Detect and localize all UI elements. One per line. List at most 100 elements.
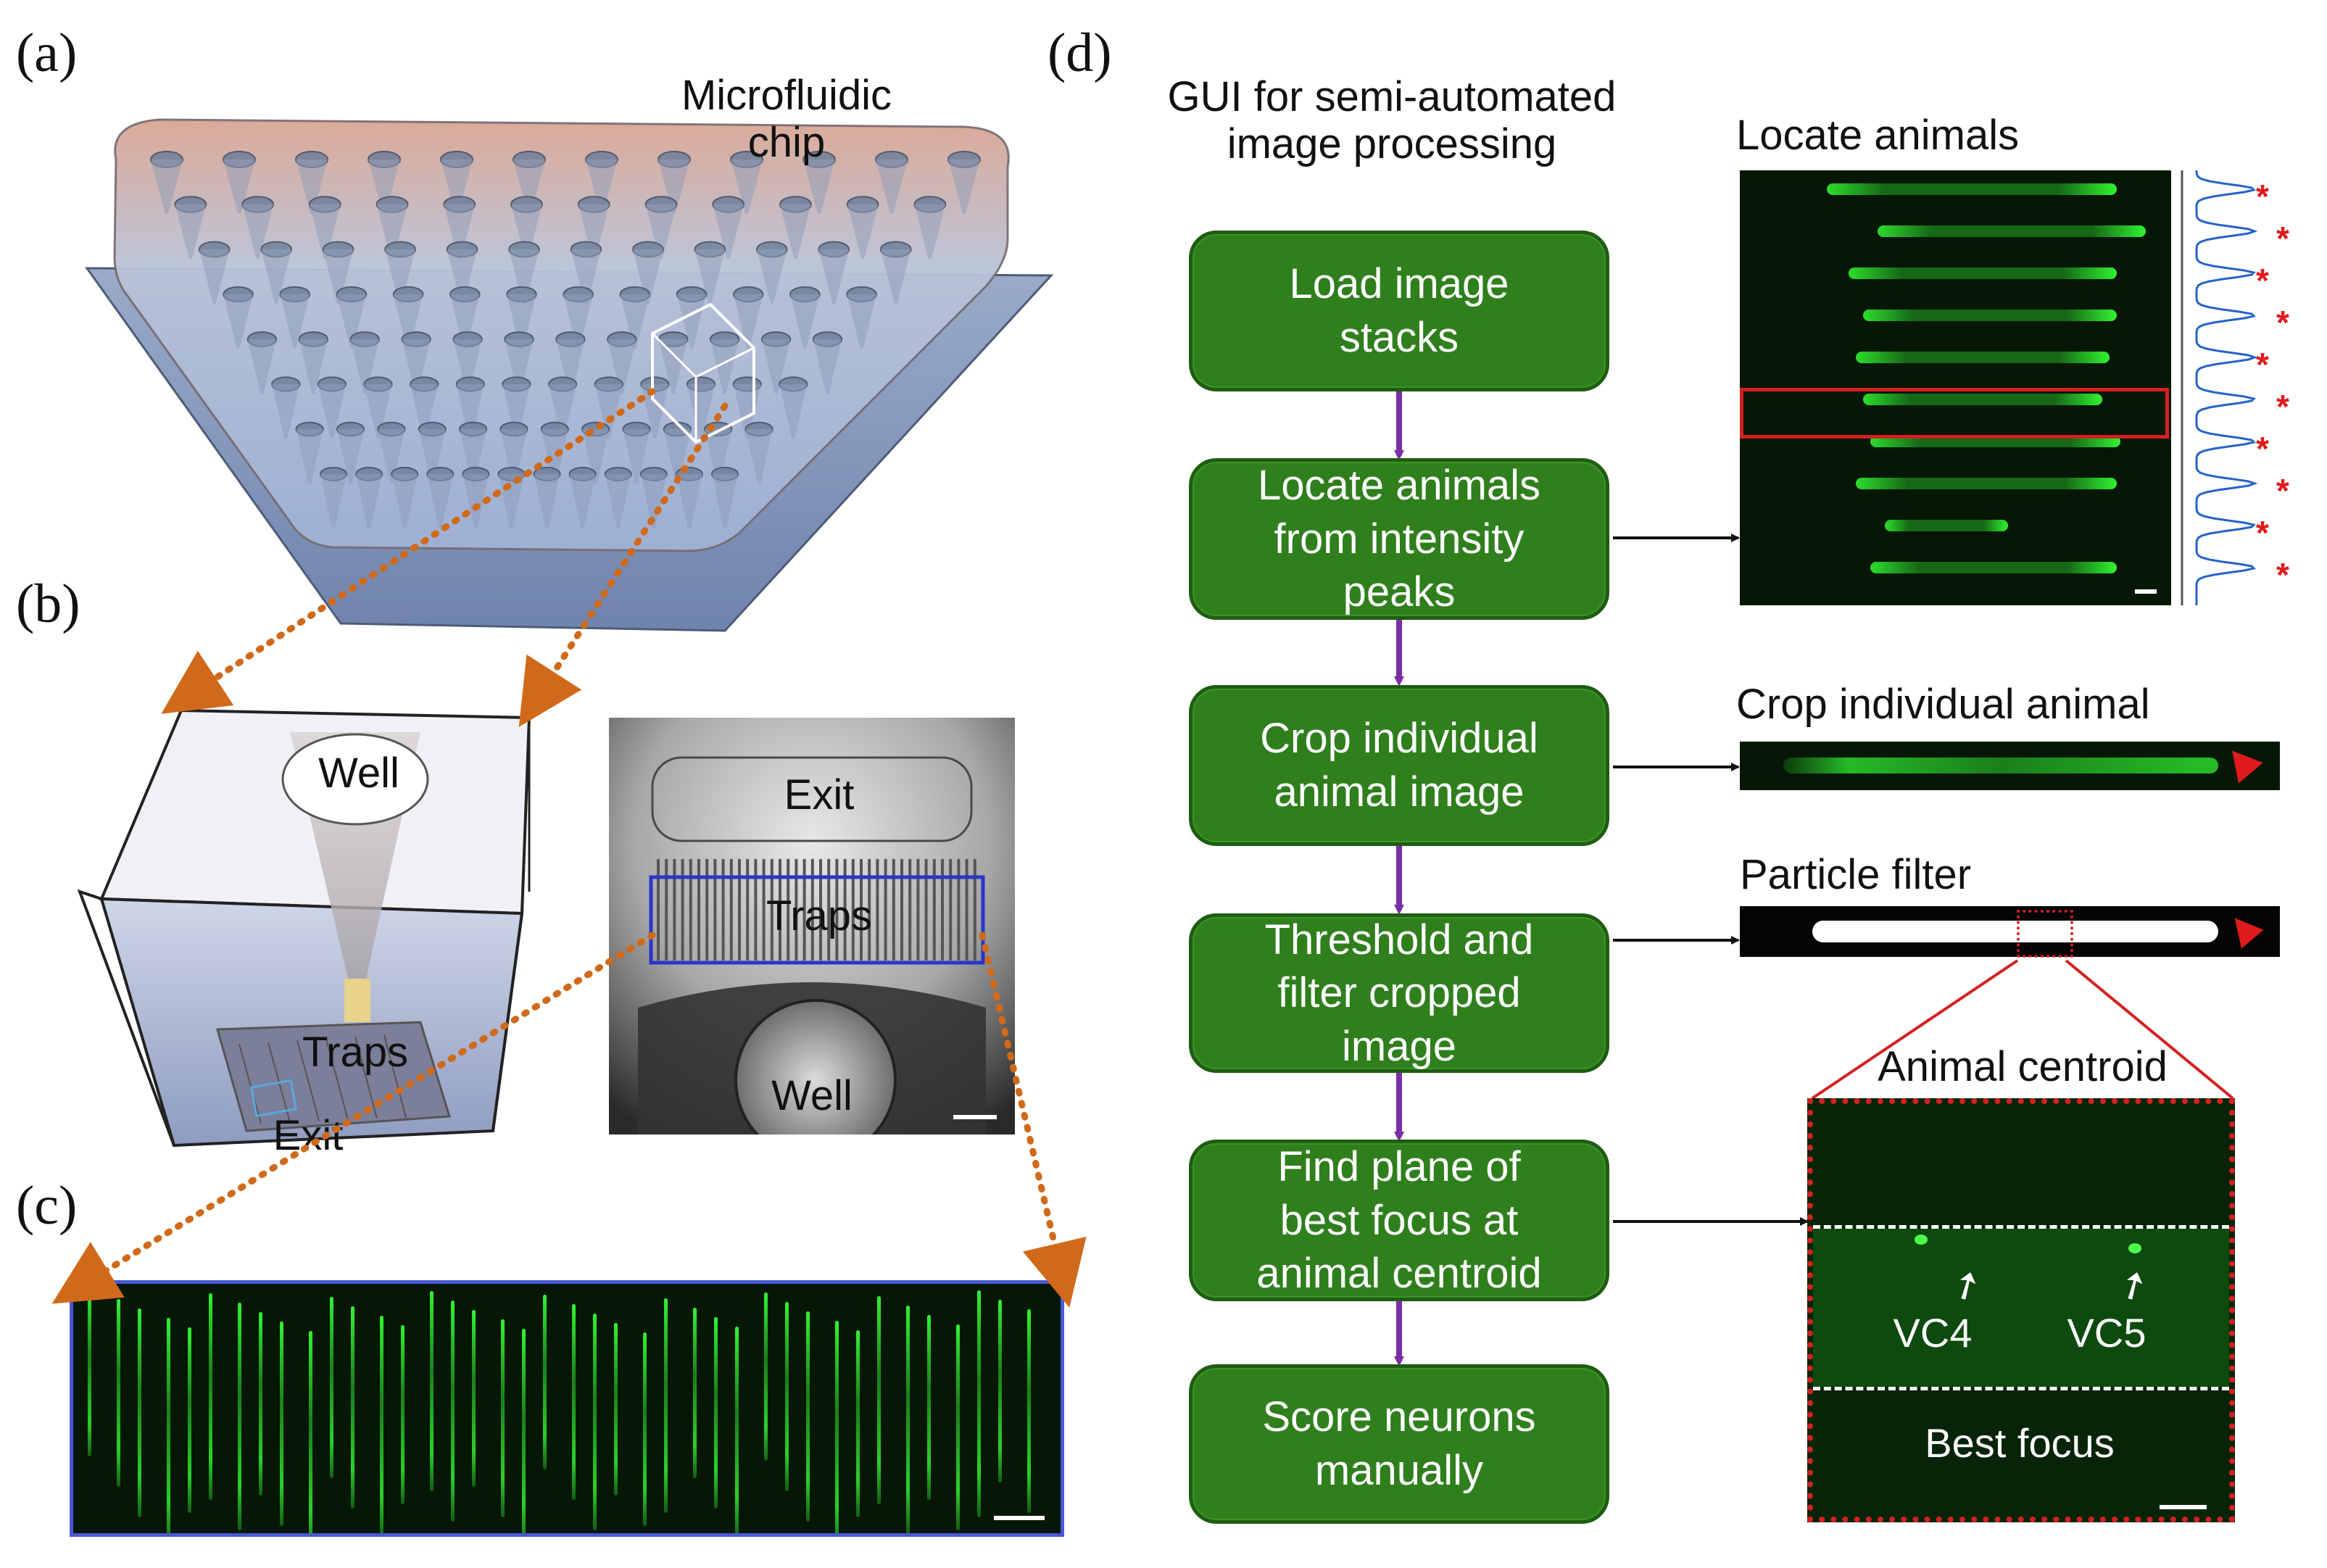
trapped-worm bbox=[593, 1314, 597, 1530]
chip-well bbox=[632, 241, 664, 258]
chip-well bbox=[440, 151, 473, 168]
selected-animal-box bbox=[1740, 388, 2169, 439]
trapped-worm bbox=[280, 1322, 283, 1526]
trapped-worm bbox=[664, 1298, 668, 1513]
neuron-label-vc5: VC5 bbox=[2067, 1310, 2146, 1356]
trapped-worm bbox=[522, 1329, 526, 1533]
chip-well bbox=[150, 151, 183, 168]
trapped-worm bbox=[238, 1303, 241, 1530]
chip-well bbox=[686, 376, 716, 392]
chip-well bbox=[384, 241, 416, 258]
intensity-peak-trace: ********** bbox=[2181, 170, 2289, 605]
chip-well-cone bbox=[385, 249, 415, 304]
peak-marker: * bbox=[2276, 220, 2289, 257]
trapped-worm bbox=[856, 1330, 860, 1517]
peak-marker: * bbox=[2256, 514, 2269, 552]
chip-well-cone bbox=[914, 204, 946, 259]
chip-well bbox=[392, 286, 424, 303]
chip-well bbox=[947, 151, 981, 168]
chip-well bbox=[658, 151, 691, 168]
chip-well-cone bbox=[645, 204, 677, 259]
chip-well-cone bbox=[509, 249, 539, 304]
chip-well bbox=[174, 196, 207, 213]
cube-traps-label: Traps bbox=[302, 1029, 409, 1076]
chip-well bbox=[846, 196, 879, 213]
chip-well-cone bbox=[309, 204, 341, 259]
chip-well bbox=[368, 151, 401, 168]
chip-well-cone bbox=[880, 249, 911, 304]
chip-well bbox=[712, 196, 745, 213]
chip-well-cone bbox=[296, 159, 328, 214]
chip-well-cone bbox=[402, 339, 431, 394]
chip-well bbox=[513, 151, 546, 168]
chip-well-cone bbox=[813, 339, 842, 394]
peak-marker: * bbox=[2256, 346, 2269, 383]
chip-well bbox=[223, 151, 256, 168]
chip-well bbox=[279, 286, 311, 303]
trapped-worm bbox=[614, 1323, 618, 1496]
chip-well bbox=[694, 241, 726, 258]
chip-well bbox=[241, 196, 275, 213]
neuron-vc4-dot bbox=[1915, 1235, 1928, 1245]
chip-well bbox=[744, 421, 773, 437]
red-pointer-arrow-icon bbox=[2220, 742, 2263, 784]
trapped-worm bbox=[380, 1316, 383, 1533]
chip-well bbox=[879, 241, 912, 258]
trapped-worm bbox=[309, 1331, 312, 1533]
trapped-worm bbox=[956, 1324, 960, 1530]
chip-well bbox=[732, 286, 764, 303]
chip-well bbox=[644, 196, 678, 213]
chip-well bbox=[446, 241, 478, 258]
located-worm bbox=[1856, 352, 2110, 363]
chip-well bbox=[802, 151, 836, 168]
chip-well-cone bbox=[280, 294, 310, 349]
trapped-worm bbox=[430, 1291, 434, 1491]
centroid-zoom-box bbox=[2017, 910, 2073, 958]
chip-well-cone bbox=[511, 204, 542, 259]
chip-well-cone bbox=[847, 294, 876, 349]
chip-well bbox=[401, 331, 431, 347]
chip-well bbox=[443, 196, 476, 213]
chip-well bbox=[577, 196, 610, 213]
cube-well-label: Well bbox=[318, 750, 399, 797]
chip-well-cone bbox=[505, 339, 534, 394]
scale-bar-centroid bbox=[2160, 1505, 2207, 1509]
trapped-worm bbox=[209, 1293, 212, 1500]
chip-well bbox=[506, 286, 537, 303]
trap-cube-schematic bbox=[77, 708, 531, 1148]
animal-centroid-image: ➚ ➚ VC4 VC5 Best focus bbox=[1807, 1098, 2235, 1522]
trapped-worm bbox=[543, 1295, 547, 1469]
chip-well bbox=[349, 331, 380, 347]
trapped-worm bbox=[906, 1306, 910, 1533]
chip-well-cone bbox=[556, 339, 585, 394]
flow-step-crop: Crop individual animal image bbox=[1189, 685, 1609, 846]
chip-well-cone bbox=[847, 204, 879, 259]
chip-well-cone bbox=[779, 384, 808, 439]
chip-well-cone bbox=[450, 294, 480, 349]
chip-well-cone bbox=[393, 294, 423, 349]
peak-marker: * bbox=[2276, 472, 2289, 510]
chip-well-cone bbox=[453, 339, 482, 394]
trapped-worm bbox=[693, 1308, 697, 1478]
chip-well-cone bbox=[694, 249, 726, 304]
chip-well bbox=[760, 331, 792, 347]
chip-well bbox=[607, 331, 637, 347]
chip-label: Microfluidic chip bbox=[681, 72, 892, 166]
trapped-worm bbox=[351, 1306, 354, 1509]
chip-well bbox=[504, 331, 534, 347]
chip-well bbox=[510, 196, 543, 213]
chip-well-cone bbox=[368, 159, 400, 214]
peak-marker: * bbox=[2276, 388, 2289, 426]
chip-well bbox=[452, 331, 483, 347]
best-focus-caption: Best focus bbox=[1925, 1420, 2115, 1466]
chip-well bbox=[730, 151, 763, 168]
red-pointer-arrow-icon bbox=[2223, 908, 2264, 949]
trapped-worm bbox=[472, 1310, 476, 1487]
chip-well-cone bbox=[731, 159, 763, 214]
crop-title: Crop individual animal bbox=[1736, 681, 2150, 728]
chip-well-cone bbox=[713, 204, 744, 259]
chip-well-cone bbox=[756, 249, 787, 304]
trapped-worm bbox=[714, 1317, 718, 1509]
chip-well-cone bbox=[323, 249, 354, 304]
chip-well bbox=[336, 286, 368, 303]
